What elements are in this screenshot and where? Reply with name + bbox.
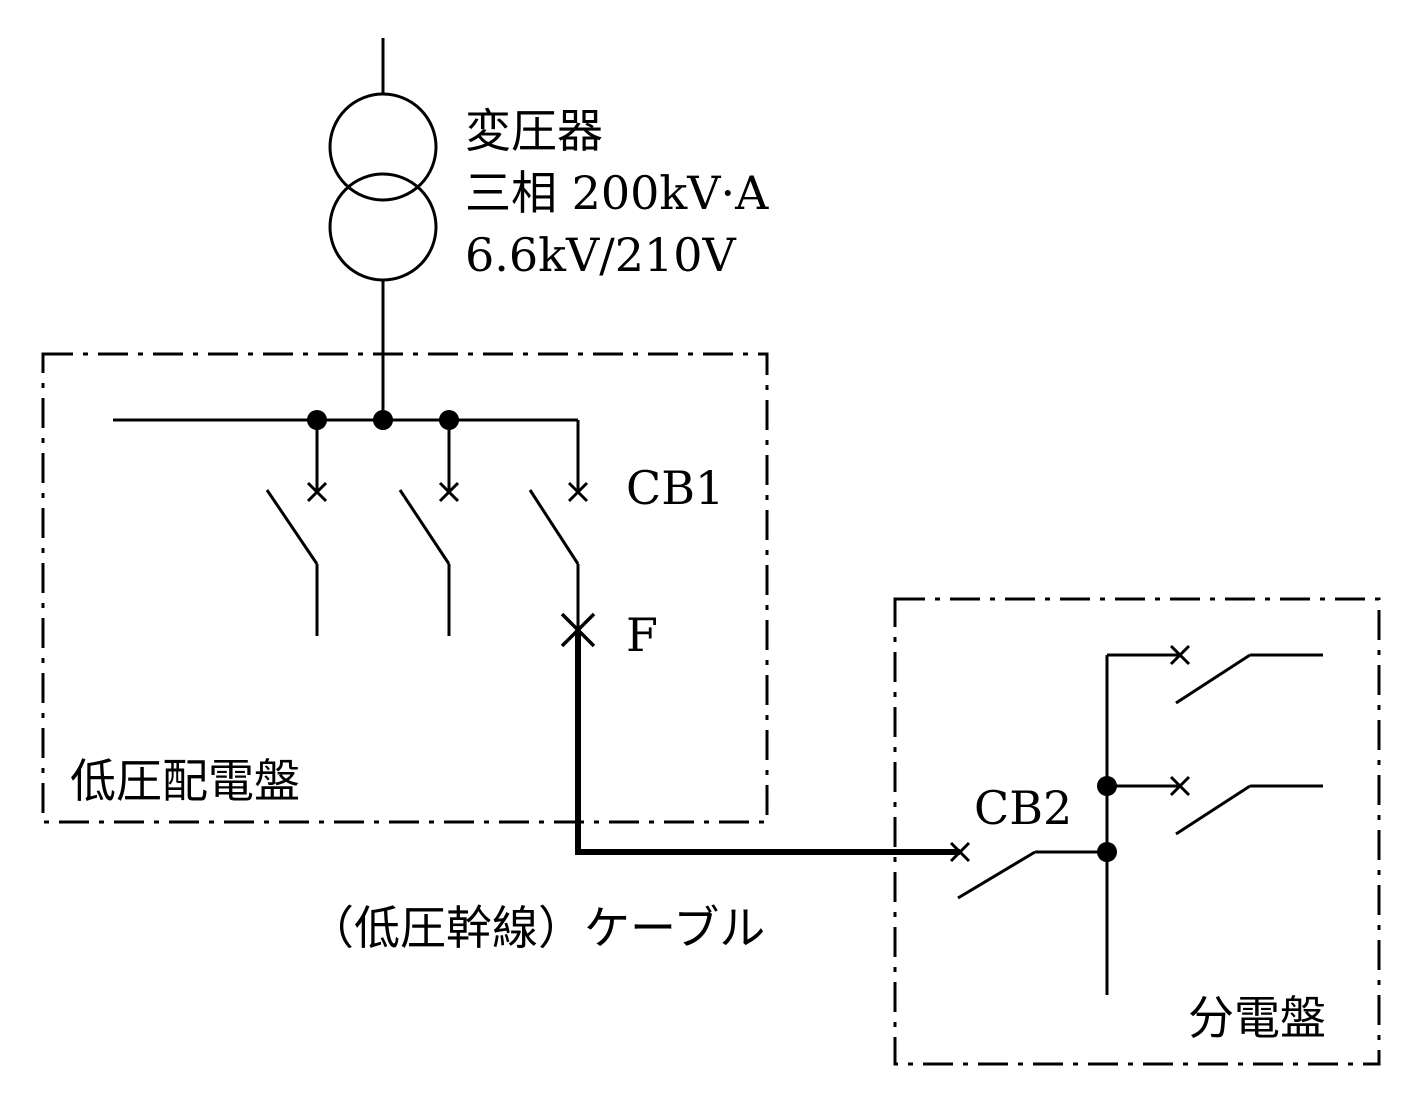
cb1-blade [528, 489, 580, 565]
feeder-2-contact-mark [438, 481, 460, 503]
bus-junction-feeder-1 [307, 410, 327, 430]
fault-point-mark [560, 612, 596, 648]
cb1-contact-mark [567, 481, 589, 503]
transformer-primary-coil [328, 92, 438, 202]
trunk-cable-label: （低圧幹線）ケーブル [308, 901, 766, 955]
distribution-junction-branch-2 [1097, 776, 1117, 796]
low-voltage-switchboard-label: 低圧配電盤 [70, 754, 300, 808]
transformer-secondary-coil [328, 172, 438, 282]
distribution-board-label: 分電盤 [1188, 991, 1326, 1045]
bus-junction-transformer [373, 410, 393, 430]
branch-1-contact-mark [1169, 644, 1191, 666]
feeder-1-blade [265, 489, 319, 565]
transformer-name: 変圧器 [465, 104, 603, 158]
fault-point-label: F [626, 608, 658, 662]
distribution-junction-main [1097, 842, 1117, 862]
feeder-2-blade [398, 489, 451, 565]
branch-1-blade [1175, 653, 1251, 705]
bus-junction-feeder-2 [439, 410, 459, 430]
cb2-contact-mark [949, 841, 971, 863]
branch-2-blade [1175, 784, 1251, 836]
distribution-board-boundary [893, 597, 1381, 1066]
branch-2-contact-mark [1169, 775, 1191, 797]
cb1-label: CB1 [626, 461, 725, 515]
cb2-blade [957, 850, 1036, 900]
transformer-rating: 三相 200kV·A [465, 166, 769, 220]
low-voltage-switchboard-boundary [41, 352, 769, 824]
transformer-voltage: 6.6kV/210V [465, 228, 736, 282]
feeder-1-contact-mark [306, 481, 328, 503]
cb2-label: CB2 [974, 781, 1073, 835]
trunk-cable [575, 630, 960, 855]
